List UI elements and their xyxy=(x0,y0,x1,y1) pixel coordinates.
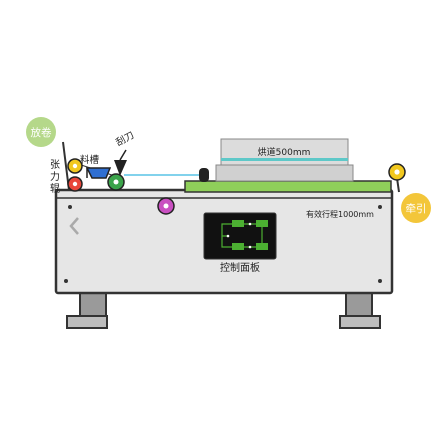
traction-badge xyxy=(401,193,431,223)
unwind-label: 放卷 xyxy=(31,126,52,139)
control-panel xyxy=(203,212,277,260)
chevron-left-icon xyxy=(69,217,79,235)
traction-roller xyxy=(388,163,406,181)
oven xyxy=(215,138,354,182)
unwind-badge xyxy=(26,117,56,147)
magenta-roller xyxy=(157,197,175,215)
tension-roller-label-1: 张 xyxy=(50,159,60,171)
scraper-label: 刮刀 xyxy=(114,129,136,149)
screw-dot-icon xyxy=(378,279,382,283)
left-leg xyxy=(66,291,108,329)
green-conveyor-belt xyxy=(184,180,392,193)
screw-dot-icon xyxy=(64,279,68,283)
screw-dot-icon xyxy=(378,205,382,209)
tension-roller-label-3: 辊 xyxy=(50,182,60,195)
film-guide-knob xyxy=(199,168,209,182)
screw-dot-icon xyxy=(68,205,72,209)
trough xyxy=(85,167,112,179)
coating-roller xyxy=(107,173,125,191)
stroke-label: 有效行程1000mm xyxy=(306,209,374,219)
right-leg xyxy=(339,291,381,329)
tension-roller xyxy=(67,176,83,192)
trough-label: 料槽 xyxy=(80,154,100,166)
traction-label: 牵引 xyxy=(406,202,427,215)
scraper-blade xyxy=(114,160,127,176)
oven-label: 烘道500mm xyxy=(258,146,311,158)
circuit-board-icon xyxy=(221,220,268,250)
control-panel-label: 控制面板 xyxy=(220,261,260,274)
tension-roller-label-2: 力 xyxy=(50,170,60,183)
unwind-roller xyxy=(67,158,83,174)
